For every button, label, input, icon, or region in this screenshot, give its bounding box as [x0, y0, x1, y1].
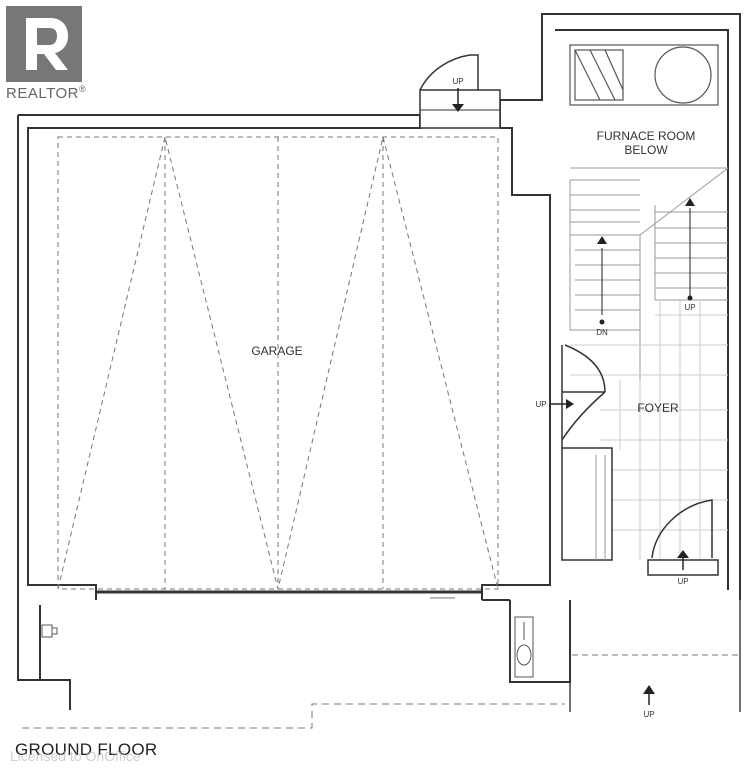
up-label-porch: UP — [643, 710, 654, 719]
license-watermark: Licensed to OnOffice — [10, 748, 141, 764]
furnace-room-label: FURNACE ROOM — [597, 129, 696, 143]
garage-overhead-door — [57, 136, 499, 590]
stair-up-marker — [687, 295, 693, 301]
furnace-below-label: BELOW — [624, 143, 668, 157]
foyer-tile-grid — [570, 300, 728, 560]
arrow-up-top-head — [452, 104, 464, 112]
outer-wall-left — [17, 114, 421, 710]
arrow-up-garage-head — [566, 399, 574, 409]
foyer-label: FOYER — [637, 401, 679, 415]
up-label-garage: UP — [535, 400, 546, 409]
garage-to-foyer-door — [561, 344, 606, 441]
inner-wall-stair-tower — [555, 29, 729, 590]
realtor-logo — [6, 6, 82, 82]
arrow-stair-up-left-head — [597, 236, 607, 244]
arrow-up-porch-head — [643, 685, 655, 694]
up-label-front: UP — [677, 577, 688, 586]
outer-wall-top-right — [481, 127, 551, 600]
furnace-equipment — [569, 44, 719, 106]
realtor-r-icon — [6, 6, 82, 82]
front-wall-lower — [39, 599, 571, 683]
arrow-stair-up-right-head — [685, 198, 695, 206]
staircase — [569, 167, 729, 380]
stair-dn-marker — [599, 319, 605, 325]
front-entry-door — [647, 499, 719, 576]
driveway-edge — [22, 703, 565, 729]
registered-mark: ® — [78, 84, 87, 94]
up-label-top: UP — [452, 77, 463, 86]
garage-fixtures — [41, 616, 534, 678]
realtor-name: REALTOR — [6, 85, 79, 102]
outer-wall-stair-tower — [499, 13, 741, 600]
dn-label-stair: DN — [596, 328, 608, 337]
floor-title: GROUND FLOOR — [15, 740, 158, 759]
up-label-stair: UP — [684, 303, 695, 312]
garage-label: GARAGE — [251, 344, 302, 358]
top-entry-door — [419, 54, 501, 129]
arrow-up-front-head — [677, 550, 689, 558]
foyer-closet — [561, 345, 613, 561]
front-walk-edge — [569, 600, 741, 712]
realtor-wordmark: REALTOR® — [6, 84, 86, 102]
